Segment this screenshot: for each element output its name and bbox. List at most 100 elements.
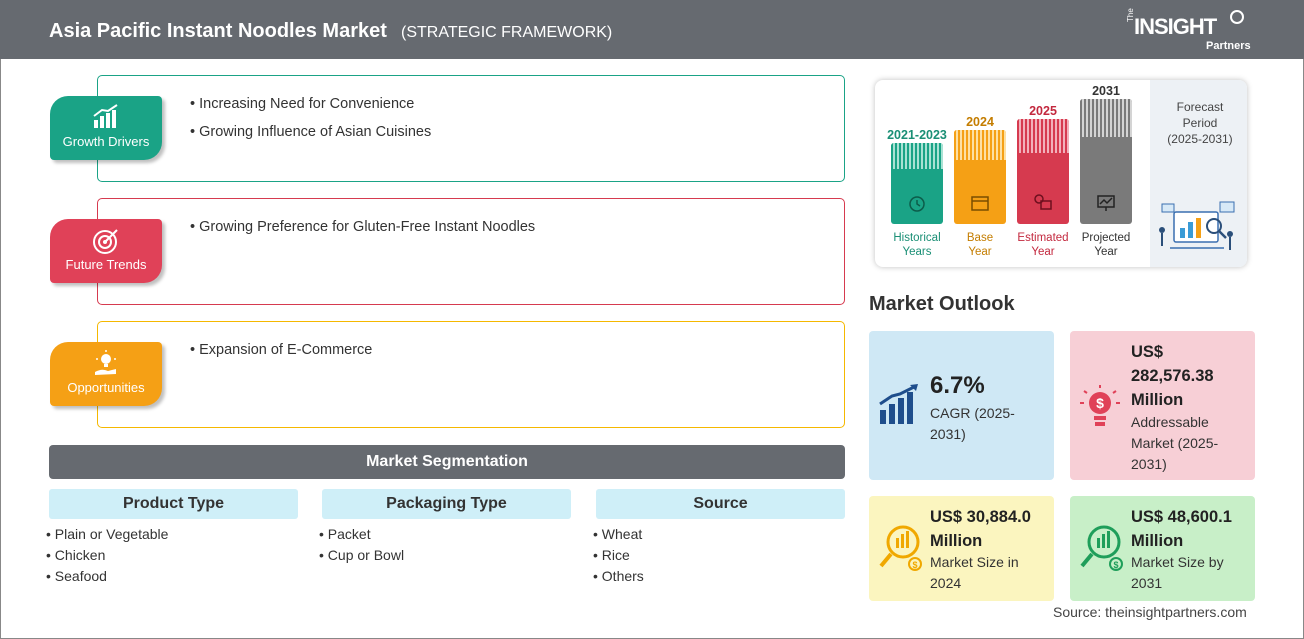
market-size-2031-desc: Market Size by 2031	[1131, 552, 1224, 594]
insight-partners-logo[interactable]: The INSIGHT Partners	[1126, 8, 1256, 52]
value-line: Million	[1131, 391, 1184, 409]
segmentation-title: Market Segmentation	[49, 445, 845, 479]
dollar-bulb-icon: $	[1080, 385, 1120, 426]
projected-year: 2031	[1092, 84, 1120, 98]
svg-text:$: $	[1096, 395, 1104, 411]
opportunities-badge: Opportunities	[50, 342, 162, 406]
presentation-board-icon	[1097, 195, 1115, 211]
list-item: Growing Influence of Asian Cuisines	[190, 124, 431, 140]
projected-bar	[1080, 99, 1132, 224]
list-item: Packet	[319, 526, 404, 542]
list-item: Chicken	[46, 547, 168, 563]
source-note[interactable]: Source: theinsightpartners.com	[1053, 604, 1247, 620]
source-list: Wheat Rice Others	[593, 526, 644, 589]
growth-drivers-badge: Growth Drivers	[50, 96, 162, 160]
value-line: Million	[930, 532, 983, 550]
badge-label: Opportunities	[67, 380, 145, 395]
svg-text:$: $	[912, 560, 917, 570]
forecast-line: (2025-2031)	[1167, 132, 1233, 146]
list-item: Others	[593, 568, 644, 584]
segment-heading-product-type: Product Type	[49, 489, 298, 519]
future-trends-list: Growing Preference for Gluten-Free Insta…	[190, 219, 535, 247]
value-line: 282,576.38	[1131, 367, 1214, 385]
cagr-desc: CAGR (2025- 2031)	[930, 403, 1015, 445]
caption-line: Base	[966, 232, 994, 244]
historical-caption: Historical Years	[882, 231, 952, 259]
market-outlook-title: Market Outlook	[869, 293, 1015, 315]
calendar-icon	[971, 196, 989, 211]
list-item: Increasing Need for Convenience	[190, 96, 431, 112]
caption-line: Year	[1031, 246, 1055, 258]
header-bar: Asia Pacific Instant Noodles Market (STR…	[0, 0, 1304, 59]
desc-line: CAGR (2025-	[930, 405, 1015, 421]
list-item: Wheat	[593, 526, 644, 542]
logo-main: INSIGHT	[1134, 14, 1217, 39]
future-trends-box: Growing Preference for Gluten-Free Insta…	[97, 198, 845, 305]
caption-line: Years	[902, 246, 932, 258]
cagr-card: 6.7% CAGR (2025- 2031)	[869, 331, 1054, 480]
caption-line: Estimated	[1017, 232, 1069, 244]
addressable-market-card: $ US$ 282,576.38 Million Addressable Mar…	[1070, 331, 1255, 480]
growth-drivers-box: Increasing Need for Convenience Growing …	[97, 75, 845, 182]
timeline-card: 2021-2023 Historical Years 2024 Base Yea…	[875, 80, 1247, 267]
list-item: Seafood	[46, 568, 168, 584]
list-item: Growing Preference for Gluten-Free Insta…	[190, 219, 535, 235]
history-clock-icon	[909, 196, 925, 212]
market-size-2024-desc: Market Size in 2024	[930, 552, 1019, 594]
logo-partners: Partners	[1206, 40, 1251, 52]
desc-line: Addressable	[1131, 414, 1209, 430]
addressable-value: US$ 282,576.38 Million	[1131, 340, 1214, 412]
svg-text:$: $	[1113, 560, 1118, 570]
future-trends-badge: Future Trends	[50, 219, 162, 283]
base-bar	[954, 130, 1006, 224]
lightbulb-hand-icon	[95, 350, 116, 375]
cagr-value: 6.7%	[930, 372, 985, 399]
money-magnifier-icon: $	[879, 525, 922, 571]
desc-line: Market Size in	[930, 554, 1019, 570]
opportunities-box: Expansion of E-Commerce	[97, 321, 845, 428]
caption-line: Year	[968, 246, 992, 258]
caption-line: Projected	[1081, 232, 1131, 244]
list-item: Cup or Bowl	[319, 547, 404, 563]
target-icon	[93, 229, 118, 254]
opportunities-list: Expansion of E-Commerce	[190, 342, 372, 370]
list-item: Expansion of E-Commerce	[190, 342, 372, 358]
segment-heading-source: Source	[596, 489, 845, 519]
money-magnifier-icon: $	[1080, 525, 1123, 571]
packaging-type-list: Packet Cup or Bowl	[319, 526, 404, 568]
historical-year: 2021-2023	[887, 128, 947, 142]
forecast-analytics-illustration-icon	[1159, 201, 1235, 250]
market-size-2031-card: $ US$ 48,600.1 Million Market Size by 20…	[1070, 496, 1255, 601]
desc-line: Market Size by	[1131, 554, 1224, 570]
caption-line: Historical	[893, 232, 941, 244]
caption-line: Year	[1094, 246, 1118, 258]
market-size-2031-value: US$ 48,600.1 Million	[1131, 505, 1232, 553]
segment-heading-packaging-type: Packaging Type	[322, 489, 571, 519]
desc-line: Market (2025-	[1131, 435, 1219, 451]
market-size-2024-card: $ US$ 30,884.0 Million Market Size in 20…	[869, 496, 1054, 601]
value-line: US$ 48,600.1	[1131, 508, 1232, 526]
list-item: Plain or Vegetable	[46, 526, 169, 542]
list-item: Rice	[593, 547, 644, 563]
page-title: Asia Pacific Instant Noodles Market	[49, 20, 387, 42]
growth-chart-icon	[93, 104, 118, 128]
estimated-bar	[1017, 119, 1069, 224]
badge-label: Future Trends	[65, 257, 147, 272]
historical-bar	[891, 143, 943, 224]
value-line: US$	[1131, 343, 1164, 361]
base-year: 2024	[966, 115, 994, 129]
forecast-line: Period	[1182, 116, 1218, 130]
desc-line: 2031)	[930, 426, 966, 442]
growth-drivers-list: Increasing Need for Convenience Growing …	[190, 96, 431, 152]
addressable-desc: Addressable Market (2025- 2031)	[1131, 412, 1218, 475]
value-line: Million	[1131, 532, 1184, 550]
estimated-caption: Estimated Year	[1008, 231, 1078, 259]
desc-line: 2031)	[1131, 456, 1167, 472]
value-line: US$ 30,884.0	[930, 508, 1031, 526]
estimate-gear-icon	[1034, 194, 1052, 210]
growth-chart-icon	[879, 384, 918, 424]
forecast-period-label: Forecast Period (2025-2031)	[1155, 99, 1245, 147]
base-caption: Base Year	[945, 231, 1015, 259]
forecast-line: Forecast	[1176, 100, 1224, 114]
market-size-2024-value: US$ 30,884.0 Million	[930, 505, 1031, 553]
